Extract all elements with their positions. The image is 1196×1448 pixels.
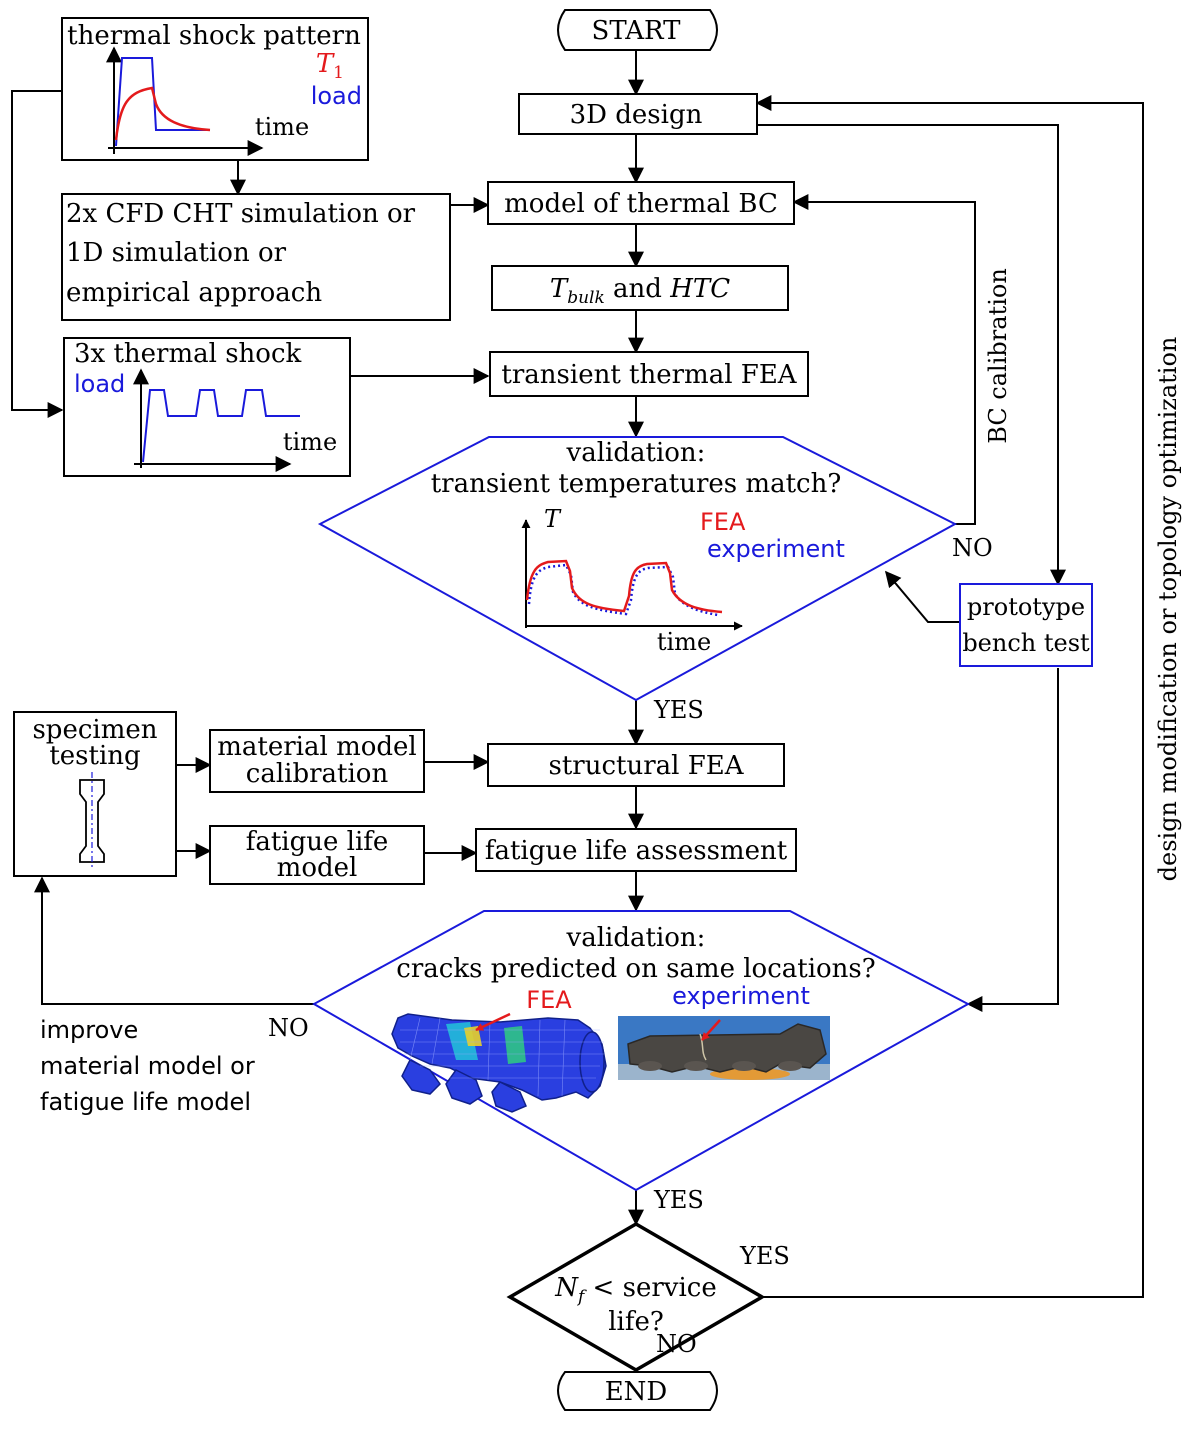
validation-2-diamond: validation: cracks predicted on same loc… bbox=[268, 910, 971, 1214]
improve-line-2: material model or bbox=[40, 1052, 255, 1080]
prototype-label-1: prototype bbox=[967, 593, 1085, 621]
structural-fea-box: structural FEA bbox=[487, 743, 785, 787]
cfd-simulation-box: 2x CFD CHT simulation or 1D simulation o… bbox=[61, 193, 451, 321]
cfd-line-2: 1D simulation or bbox=[66, 238, 287, 268]
plot-y-axis-label: T bbox=[544, 505, 562, 533]
improve-line-3: fatigue life model bbox=[40, 1088, 251, 1116]
structural-fea-label: structural FEA bbox=[548, 751, 744, 781]
specimen-icon bbox=[79, 779, 105, 863]
load-pulse bbox=[115, 57, 210, 147]
transient-fea-box: transient thermal FEA bbox=[489, 351, 809, 397]
thermal-bc-label: model of thermal BC bbox=[504, 189, 778, 219]
t1-response bbox=[114, 86, 211, 141]
fea-manifold-image bbox=[391, 1012, 607, 1113]
material-model-box: material model calibration bbox=[209, 729, 425, 793]
validation-1-diamond: validation: transient temperatures match… bbox=[317, 436, 993, 724]
bc-calibration-label: BC calibration bbox=[984, 268, 1012, 444]
tbulk-htc-label: Tbulk and HTC bbox=[550, 274, 730, 308]
service-life-decision: Nf < service life? YES NO bbox=[506, 1221, 790, 1373]
shock-3x-title: 3x thermal shock bbox=[74, 339, 302, 369]
end-terminal: END bbox=[557, 1371, 718, 1411]
cfd-line-1: 2x CFD CHT simulation or bbox=[66, 199, 416, 229]
decision-yes: YES bbox=[739, 1242, 790, 1270]
validation-2-fea-label: FEA bbox=[526, 986, 572, 1014]
legend-fea: FEA bbox=[700, 508, 746, 536]
fea-curve bbox=[525, 559, 723, 614]
decision-no: NO bbox=[656, 1330, 697, 1358]
legend-experiment: experiment bbox=[707, 535, 845, 563]
specimen-line-2: testing bbox=[49, 741, 140, 771]
shock-pattern-time: time bbox=[255, 113, 309, 141]
validation-2-no: NO bbox=[268, 1014, 309, 1042]
prototype-label-2: bench test bbox=[962, 629, 1090, 657]
shock-3x-time: time bbox=[283, 428, 337, 456]
fatigue-life-model-box: fatigue life model bbox=[209, 825, 425, 885]
plot-x-axis-label: time bbox=[657, 628, 711, 656]
validation-2-title: validation: bbox=[566, 923, 706, 953]
specimen-testing-box: specimen testing bbox=[13, 711, 177, 877]
fatigue-model-line-2: model bbox=[277, 853, 358, 883]
shock-pattern-title: thermal shock pattern bbox=[67, 21, 361, 51]
shock-pattern-t1: T1 bbox=[316, 49, 344, 83]
fatigue-assessment-label: fatigue life assessment bbox=[485, 836, 788, 866]
material-model-line-1: material model bbox=[217, 732, 416, 762]
temperature-validation-plot: T time FEA experiment bbox=[521, 505, 845, 656]
validation-2-yes: YES bbox=[653, 1186, 704, 1214]
thermal-bc-box: model of thermal BC bbox=[487, 181, 795, 225]
fatigue-assessment-box: fatigue life assessment bbox=[475, 828, 797, 872]
design-3d-label: 3D design bbox=[570, 100, 703, 130]
design-3d-box: 3D design bbox=[518, 93, 758, 135]
validation-1-yes: YES bbox=[653, 696, 704, 724]
thermal-shock-pattern-box: thermal shock pattern T1 load time bbox=[61, 17, 369, 161]
triple-load-pulse bbox=[142, 389, 300, 463]
fatigue-model-line-1: fatigue life bbox=[246, 827, 389, 857]
validation-1-title: validation: bbox=[566, 438, 706, 468]
design-modification-label: design modification or topology optimiza… bbox=[1154, 337, 1182, 882]
start-terminal: START bbox=[557, 9, 718, 51]
improve-model-note: improve material model or fatigue life m… bbox=[40, 1016, 255, 1116]
material-model-line-2: calibration bbox=[246, 759, 389, 789]
cfd-line-3: empirical approach bbox=[66, 278, 322, 308]
specimen-line-1: specimen bbox=[32, 715, 157, 745]
start-label: START bbox=[592, 16, 682, 46]
decision-line-2: life? bbox=[608, 1307, 664, 1337]
shock-3x-load: load bbox=[74, 370, 125, 398]
experiment-manifold-photo bbox=[618, 1016, 830, 1080]
shock-pattern-load: load bbox=[311, 82, 362, 110]
end-label: END bbox=[605, 1377, 668, 1407]
thermal-shock-3x-box: 3x thermal shock load time bbox=[63, 337, 351, 477]
validation-2-experiment-label: experiment bbox=[672, 982, 810, 1010]
decision-line-1: Nf < service bbox=[554, 1273, 716, 1307]
connectors bbox=[11, 48, 1144, 1374]
validation-2-question: cracks predicted on same locations? bbox=[396, 954, 875, 984]
tbulk-htc-box: Tbulk and HTC bbox=[491, 265, 789, 311]
prototype-box: prototype bench test bbox=[959, 583, 1093, 667]
improve-line-1: improve bbox=[40, 1016, 138, 1044]
validation-1-no: NO bbox=[952, 534, 993, 562]
transient-fea-label: transient thermal FEA bbox=[501, 360, 797, 390]
validation-1-question: transient temperatures match? bbox=[431, 469, 842, 499]
